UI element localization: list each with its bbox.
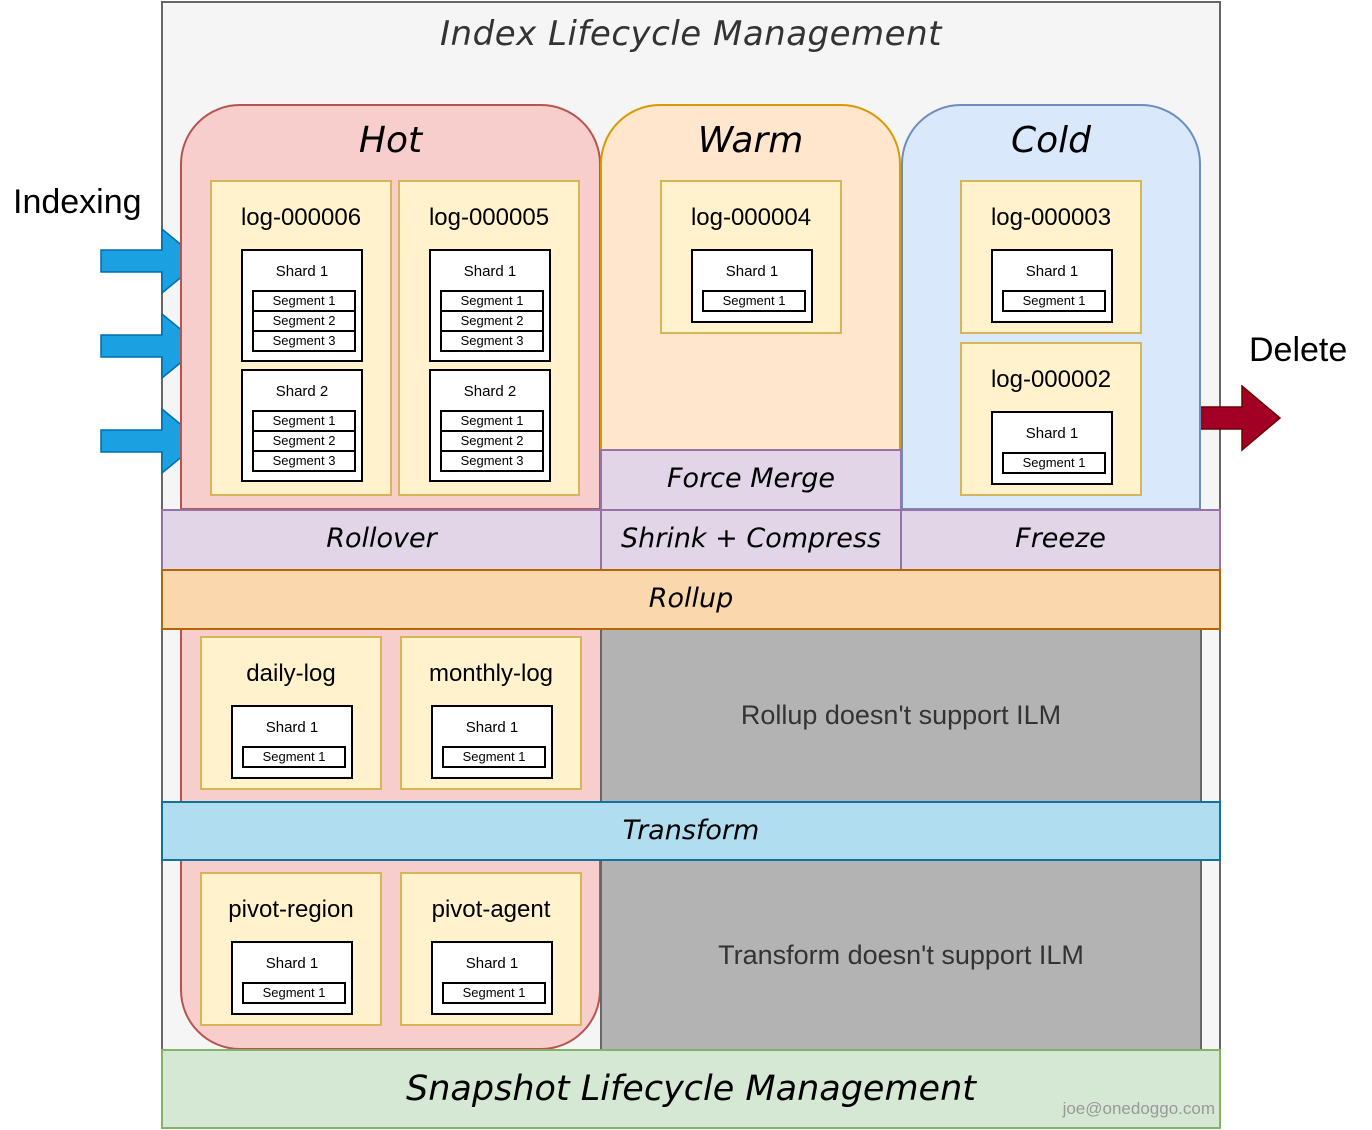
shard-box: Shard 1 Segment 1: [991, 411, 1113, 485]
watermark: joe@onedoggo.com: [1062, 1099, 1215, 1118]
shard-name: Shard 1: [725, 263, 779, 280]
rollup-note-text: Rollup doesn't support ILM: [740, 700, 1062, 730]
shard-box: Shard 1 Segment 1: [431, 705, 553, 779]
index-name: log-000003: [990, 204, 1112, 231]
shard-box: Shard 2 Segment 1 Segment 2 Segment 3: [429, 369, 551, 482]
shard-name: Shard 2: [463, 383, 517, 400]
segment: Segment 2: [442, 312, 542, 332]
segment: Segment 1: [1022, 293, 1086, 308]
shard-name: Shard 1: [275, 263, 329, 280]
index-name: log-000005: [428, 204, 550, 231]
index-box: daily-log Shard 1 Segment 1: [200, 636, 382, 790]
rollup-bar: Rollup: [161, 569, 1221, 630]
segment: Segment 1: [442, 292, 542, 312]
segment: Segment 2: [254, 312, 354, 332]
rollover-label: Rollover: [326, 523, 437, 554]
segment: Segment 1: [262, 985, 326, 1000]
snapshot-lifecycle-bar: Snapshot Lifecycle Management: [161, 1049, 1221, 1129]
force-merge-action: Force Merge: [600, 449, 902, 511]
segment-list: Segment 1 Segment 2 Segment 3: [252, 410, 356, 472]
segment: Segment 1: [462, 985, 526, 1000]
cold-phase-title: Cold: [1010, 120, 1091, 161]
shard-name: Shard 1: [465, 955, 519, 972]
index-box: monthly-log Shard 1 Segment 1: [400, 636, 582, 790]
segment-list: Segment 1: [1002, 452, 1106, 474]
shard-name: Shard 1: [1025, 425, 1079, 442]
snapshot-label: Snapshot Lifecycle Management: [406, 1069, 976, 1109]
force-merge-label: Force Merge: [667, 463, 835, 494]
segment: Segment 2: [442, 432, 542, 452]
segment-list: Segment 1: [442, 746, 546, 768]
segment: Segment 3: [272, 333, 336, 348]
shard-name: Shard 1: [463, 263, 517, 280]
shard-box: Shard 1 Segment 1: [431, 941, 553, 1015]
index-name: daily-log: [246, 660, 336, 687]
shard-name: Shard 1: [465, 719, 519, 736]
segment: Segment 2: [254, 432, 354, 452]
segment: Segment 1: [1022, 455, 1086, 470]
index-name: monthly-log: [428, 660, 554, 687]
segment: Segment 3: [460, 333, 524, 348]
shard-name: Shard 1: [1025, 263, 1079, 280]
ilm-title: Index Lifecycle Management: [440, 14, 942, 54]
freeze-action: Freeze: [900, 509, 1221, 571]
index-box: log-000002 Shard 1 Segment 1: [960, 342, 1142, 496]
delete-label: Delete: [1249, 331, 1348, 369]
transform-bar: Transform: [161, 801, 1221, 861]
segment-list: Segment 1 Segment 2 Segment 3: [252, 290, 356, 352]
shard-box: Shard 1 Segment 1: [231, 941, 353, 1015]
index-name: log-000006: [240, 204, 362, 231]
shard-box: Shard 1 Segment 1: [691, 249, 813, 323]
segment-list: Segment 1: [242, 982, 346, 1004]
segment-list: Segment 1: [702, 290, 806, 312]
index-name: log-000002: [990, 366, 1112, 393]
shrink-compress-label: Shrink + Compress: [620, 523, 882, 554]
index-name: pivot-region: [228, 896, 354, 923]
transform-unsupported-note: Transform doesn't support ILM: [600, 859, 1202, 1051]
shard-name: Shard 1: [265, 955, 319, 972]
shard-box: Shard 2 Segment 1 Segment 2 Segment 3: [241, 369, 363, 482]
warm-phase-title: Warm: [697, 120, 804, 161]
shard-box: Shard 1 Segment 1 Segment 2 Segment 3: [429, 249, 551, 362]
segment: Segment 1: [254, 412, 354, 432]
segment: Segment 1: [262, 749, 326, 764]
shard-box: Shard 1 Segment 1: [991, 249, 1113, 323]
segment-list: Segment 1: [442, 982, 546, 1004]
segment-list: Segment 1: [242, 746, 346, 768]
shard-name: Shard 2: [275, 383, 329, 400]
shrink-compress-action: Shrink + Compress: [600, 509, 902, 571]
segment-list: Segment 1 Segment 2 Segment 3: [440, 290, 544, 352]
index-box: log-000006 Shard 1 Segment 1 Segment 2 S…: [210, 180, 392, 496]
index-box: log-000003 Shard 1 Segment 1: [960, 180, 1142, 334]
shard-box: Shard 1 Segment 1: [231, 705, 353, 779]
indexing-label: Indexing: [13, 183, 142, 221]
rollover-action: Rollover: [161, 509, 602, 571]
segment-list: Segment 1 Segment 2 Segment 3: [440, 410, 544, 472]
segment: Segment 3: [272, 453, 336, 468]
transform-label: Transform: [622, 815, 760, 846]
index-name: log-000004: [690, 204, 812, 231]
index-name: pivot-agent: [431, 896, 551, 923]
shard-name: Shard 1: [265, 719, 319, 736]
segment: Segment 3: [460, 453, 524, 468]
segment: Segment 1: [722, 293, 786, 308]
rollup-unsupported-note: Rollup doesn't support ILM: [600, 628, 1202, 803]
rollup-label: Rollup: [648, 583, 734, 614]
index-box: pivot-agent Shard 1 Segment 1: [400, 872, 582, 1026]
segment: Segment 1: [462, 749, 526, 764]
segment-list: Segment 1: [1002, 290, 1106, 312]
hot-phase-title: Hot: [358, 120, 423, 161]
segment: Segment 1: [442, 412, 542, 432]
index-box: log-000004 Shard 1 Segment 1: [660, 180, 842, 334]
index-box: log-000005 Shard 1 Segment 1 Segment 2 S…: [398, 180, 580, 496]
index-box: pivot-region Shard 1 Segment 1: [200, 872, 382, 1026]
freeze-label: Freeze: [1015, 523, 1106, 554]
transform-note-text: Transform doesn't support ILM: [718, 939, 1084, 970]
segment: Segment 1: [254, 292, 354, 312]
shard-box: Shard 1 Segment 1 Segment 2 Segment 3: [241, 249, 363, 362]
